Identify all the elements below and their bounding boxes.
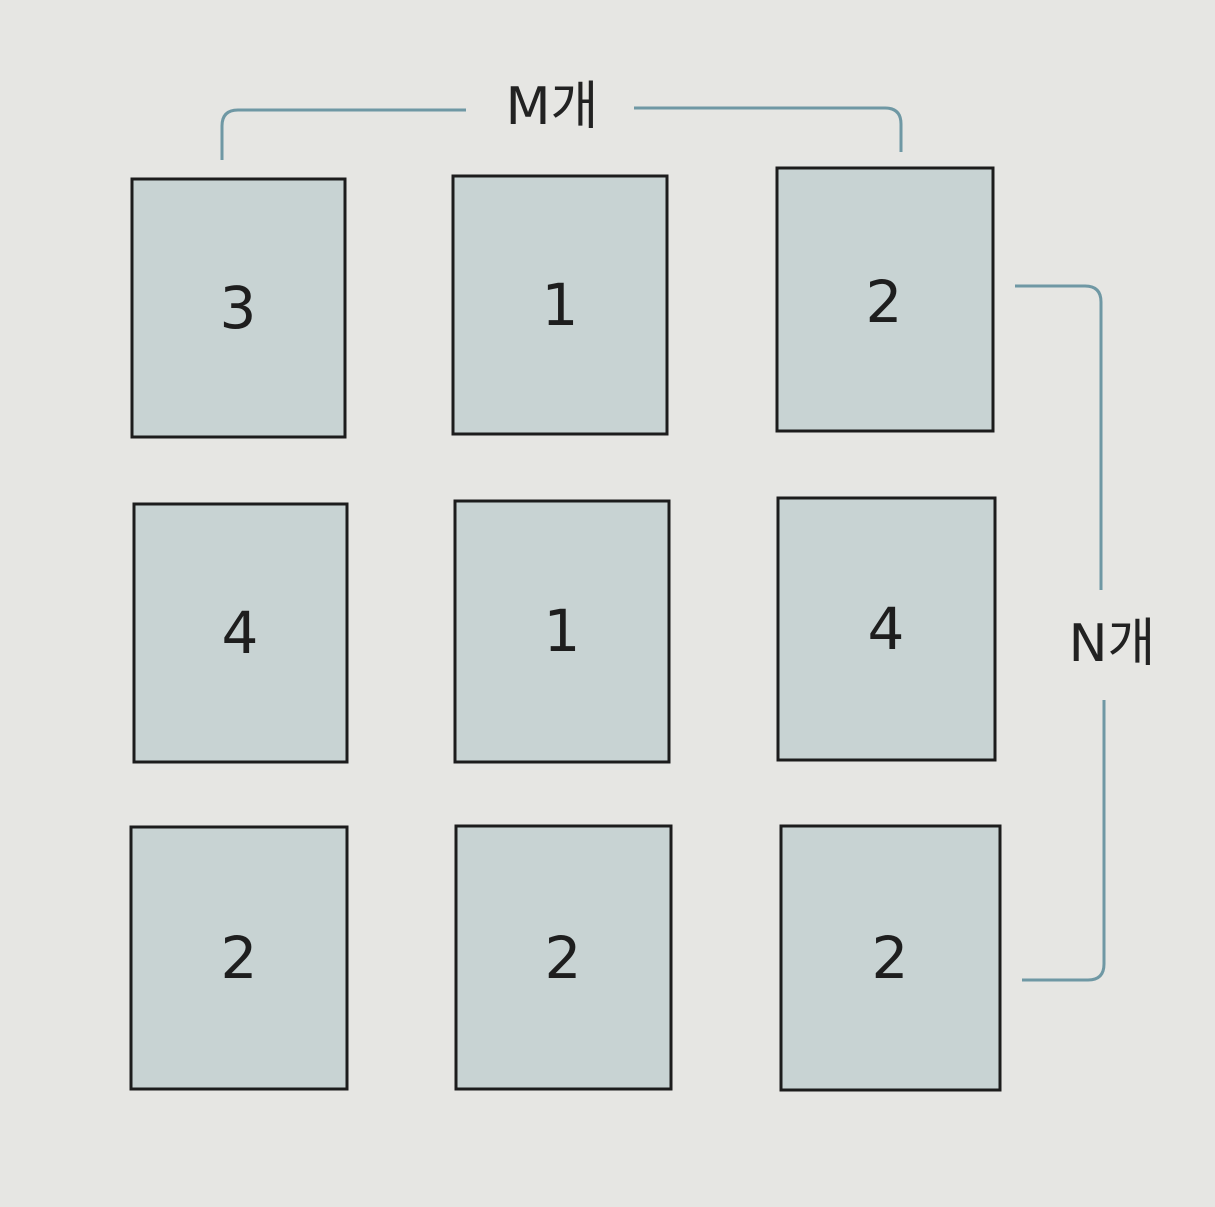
card-r3-c3: 2	[779, 824, 1002, 1092]
card-number: 2	[866, 268, 903, 336]
card-r1-c3: 2	[775, 166, 995, 433]
card-r3-c1: 2	[129, 825, 349, 1091]
card-number: 2	[872, 924, 909, 992]
columns-bracket-right	[634, 106, 903, 152]
card-number: 1	[542, 271, 579, 339]
card-number: 3	[220, 274, 257, 342]
card-number: 4	[222, 599, 259, 667]
columns-bracket	[220, 108, 466, 160]
card-number: 1	[544, 597, 581, 665]
card-r2-c3: 4	[776, 496, 997, 762]
card-r1-c2: 1	[451, 174, 669, 436]
rows-bracket	[1015, 284, 1103, 590]
columns-count-label: M개	[506, 77, 599, 137]
card-r2-c1: 4	[132, 502, 349, 764]
rows-count-label: N개	[1069, 614, 1156, 674]
card-r2-c2: 1	[453, 499, 671, 764]
card-number: 2	[545, 924, 582, 992]
card-r1-c1: 3	[130, 177, 347, 439]
card-r3-c2: 2	[454, 824, 673, 1091]
card-number: 4	[868, 595, 905, 663]
card-number: 2	[221, 924, 258, 992]
rows-bracket-bottom	[1022, 700, 1106, 982]
